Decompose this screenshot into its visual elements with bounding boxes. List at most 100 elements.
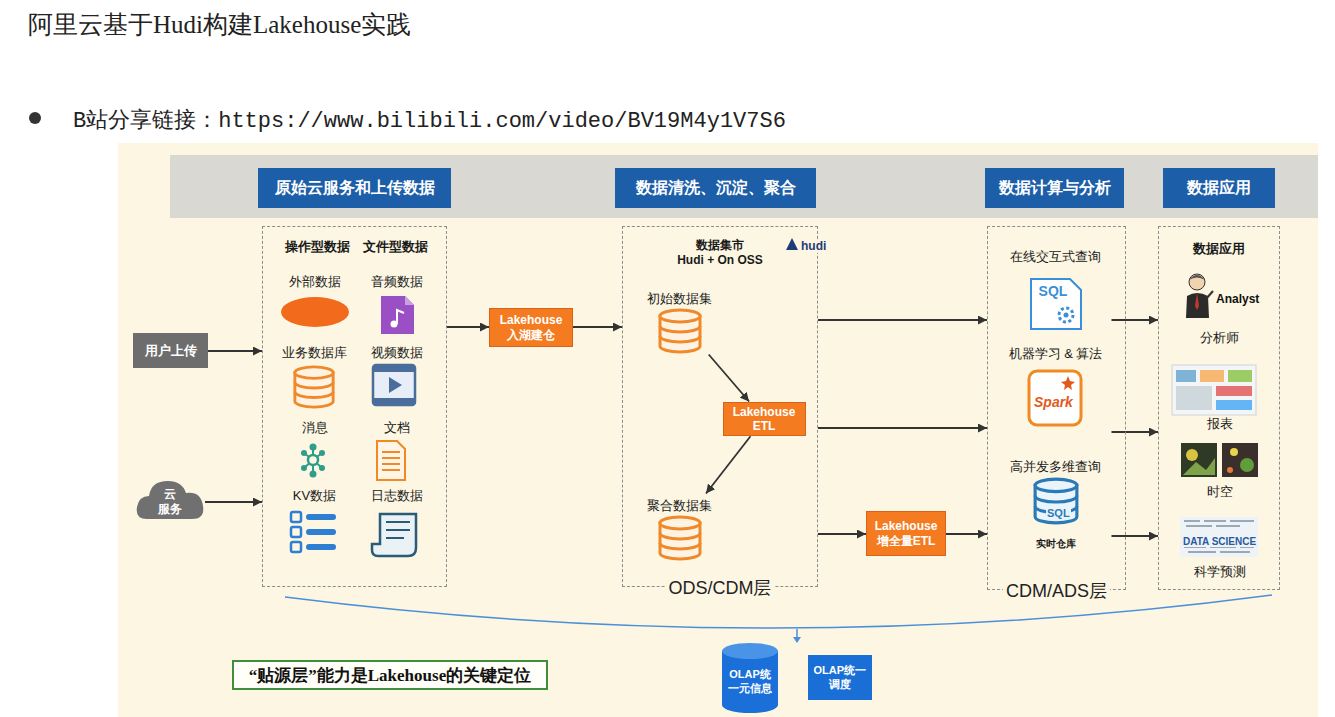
report-chart — [1216, 400, 1252, 410]
node-label: 科学预测 — [1194, 563, 1246, 581]
node-label: “贴源层”能力是Lakehouse的关键定位 — [249, 664, 531, 687]
flow-arrow — [1112, 535, 1159, 537]
video-strip — [373, 365, 415, 372]
logo-text: hudi — [799, 239, 828, 253]
cloud-shape: 云 服务 — [135, 477, 205, 523]
label-slot: hudi — [799, 236, 828, 254]
log-icon-lines — [386, 522, 410, 538]
flow-arrow — [818, 427, 987, 429]
link-text: B站分享链接：https://www.bilibili.com/video/BV… — [73, 109, 786, 134]
data-item: KV数据 — [275, 484, 355, 556]
kv-icon — [291, 512, 301, 522]
kafka-icon — [308, 455, 318, 465]
label-slot: SQL — [1046, 503, 1071, 521]
box-heading: ODS/CDM层 — [666, 578, 775, 598]
report-chart — [1176, 386, 1212, 410]
node-label: OLAP统 一元信息 — [728, 668, 772, 696]
audio-note-stem — [397, 310, 404, 324]
icon-text: Spark — [1034, 394, 1073, 410]
report-chart — [1228, 370, 1252, 382]
process-box: Lakehouse 入湖建仓 — [489, 308, 573, 347]
node-label: 数据计算与分析 — [999, 178, 1111, 199]
spatial-image — [1230, 448, 1238, 456]
flow-arrow — [208, 350, 262, 352]
kv-icon — [306, 529, 336, 535]
bracket-arrow — [796, 629, 798, 638]
node-label: Lakehouse 增全量ETL — [875, 519, 938, 548]
analyst-head — [1189, 274, 1205, 290]
report-chart — [1216, 386, 1252, 396]
application-item: 分析师 — [1166, 266, 1274, 350]
node-label: 时空 — [1207, 483, 1233, 501]
section-header: 数据清洗、沉淀、聚合 — [615, 168, 816, 208]
node-label: 初始数据集 — [647, 290, 712, 308]
node-label: 实时仓库 — [1036, 538, 1076, 550]
database-icon — [660, 310, 700, 352]
spatial-image — [1240, 458, 1254, 472]
kafka-icon — [301, 450, 307, 456]
node-label: OLAP统一 调度 — [814, 664, 867, 692]
text-slot: 数据应用 — [1159, 239, 1279, 258]
data-science-image — [1180, 517, 1258, 557]
figure-text: Analyst — [1216, 292, 1259, 306]
spatial-image — [1227, 467, 1233, 473]
kafka-icon — [310, 471, 317, 478]
report-chart — [1200, 370, 1224, 382]
gear-icon — [1064, 313, 1069, 318]
node-label: 业务数据库 — [282, 344, 347, 362]
kafka-icon — [310, 444, 317, 451]
node-label: 报表 — [1207, 415, 1233, 433]
spark-icon — [1029, 371, 1081, 425]
node-label: 原始云服务和上传数据 — [275, 178, 435, 199]
warehouse-icon — [1035, 479, 1077, 523]
node-label: 日志数据 — [371, 487, 423, 505]
layer-bracket — [285, 595, 1272, 628]
storage-cylinder: OLAP统 一元信息 — [722, 643, 778, 713]
data-item: 消息 — [275, 416, 355, 480]
kv-icon — [306, 514, 336, 520]
node-label: 视频数据 — [371, 344, 423, 362]
video-icon — [373, 365, 415, 405]
icon-text: SQL — [1046, 507, 1071, 519]
box-heading: Hudi + On OSS — [677, 253, 763, 267]
application-item: 时空 — [1166, 440, 1274, 504]
kafka-icon — [319, 465, 325, 471]
data-item: 视频数据 — [357, 341, 437, 409]
slide-title: 阿里云基于Hudi构建Lakehouse实践 — [28, 11, 411, 38]
bracket-arrowhead — [793, 637, 801, 643]
box-heading: 数据集市 — [696, 238, 744, 252]
analyst-tie — [1195, 293, 1199, 310]
database-icon — [295, 367, 333, 407]
box-heading: 文件型数据 — [363, 239, 428, 254]
flow-arrow — [946, 533, 987, 535]
video-play — [389, 377, 402, 393]
node-label: 外部数据 — [289, 273, 341, 291]
group-box: 操作型数据文件型数据外部数据音频数据业务数据库视频数据消息文档KV数据日志数据 — [262, 226, 447, 587]
node-label: 机器学习 & 算法 — [1009, 345, 1103, 363]
node-label: 云 服务 — [158, 487, 182, 516]
label-slot: Spark — [1034, 393, 1073, 411]
text-slot: ODS/CDM层 — [623, 576, 817, 600]
video-strip — [373, 398, 415, 405]
source-box: 用户上传 — [133, 333, 208, 368]
flow-arrow — [709, 355, 749, 402]
spatial-image — [1186, 449, 1198, 461]
log-icon — [372, 514, 416, 556]
flow-arrow — [706, 436, 751, 493]
flow-arrow — [1112, 319, 1159, 321]
spark-star — [1061, 376, 1075, 390]
label-slot: DATA SCIENCE — [1183, 531, 1256, 549]
flow-arrow — [447, 326, 489, 328]
cloud-body — [137, 481, 204, 519]
audio-icon-fold — [405, 296, 414, 305]
node-label: 数据清洗、沉淀、聚合 — [636, 178, 796, 199]
box-heading: 操作型数据 — [285, 239, 350, 254]
analyst-hair — [1189, 275, 1205, 280]
node-label: 用户上传 — [145, 342, 197, 360]
data-item: 日志数据 — [357, 484, 437, 560]
node-label: KV数据 — [293, 487, 336, 505]
gear-icon — [1059, 308, 1073, 322]
application-item: 科学预测 — [1166, 512, 1274, 584]
diagram-ground — [118, 143, 1318, 717]
